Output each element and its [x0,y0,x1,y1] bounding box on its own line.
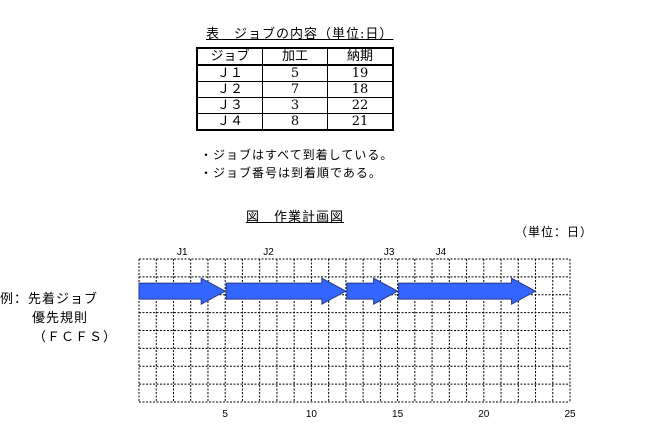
cell-due-date: 18 [327,81,394,98]
job-table: ジョブ 加工 納期 Ｊ１ 5 19 Ｊ２ 7 18 Ｊ３ 3 22 Ｊ４ 8 2… [196,47,394,131]
cell-due-date: 19 [327,64,394,82]
table-row: Ｊ３ 3 22 [196,97,394,114]
task-arrow-j3 [346,277,399,306]
table-row: Ｊ４ 8 21 [196,113,394,131]
x-tick-label: 5 [222,409,228,420]
x-tick-label: 10 [306,409,318,420]
cell-due-date: 21 [327,113,394,131]
x-tick-label: 20 [478,409,490,420]
table-header-row: ジョブ 加工 納期 [196,47,394,66]
table-row: Ｊ１ 5 19 [196,64,394,82]
table-caption: 表 ジョブの内容（単位:日） [206,27,394,42]
task-label-j2: J2 [263,247,274,258]
task-arrow-j1 [138,277,227,306]
example-label-line2: 優先規則 [32,311,89,326]
note-all-arrived: ・ジョブはすべて到着している。 [200,148,394,162]
example-label-line3: （ＦＣＦＳ） [33,330,118,345]
x-tick-label: 25 [564,409,576,420]
cell-processing: 3 [262,97,328,114]
task-label-j4: J4 [436,247,447,258]
x-tick-label: 15 [392,409,404,420]
unit-label: （単位：日） [515,225,594,239]
cell-job: Ｊ４ [196,113,263,131]
task-arrow-j2 [225,277,347,306]
chart-caption: 図 作業計画図 [246,210,345,225]
task-label-j1: J1 [177,247,188,258]
task-arrow-j4 [398,277,537,306]
cell-processing: 8 [262,113,328,131]
cell-job: Ｊ３ [196,97,263,114]
note-arrival-order: ・ジョブ番号は到着順である。 [200,166,382,180]
task-label-j3: J3 [384,247,395,258]
header-processing: 加工 [262,47,328,66]
cell-due-date: 22 [327,97,394,114]
header-job: ジョブ [196,47,263,66]
header-due-date: 納期 [327,47,394,66]
example-label-line1: 例：先着ジョブ [0,292,99,307]
